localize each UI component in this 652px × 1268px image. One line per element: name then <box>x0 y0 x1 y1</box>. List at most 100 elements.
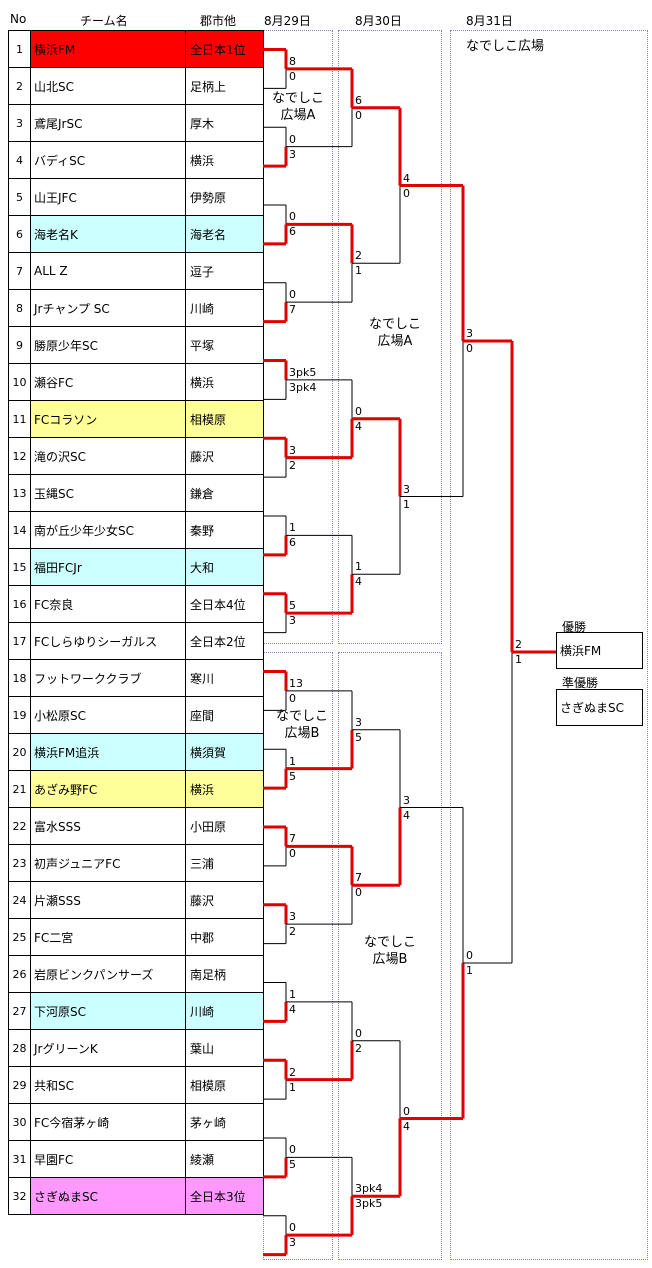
team-city: 葉山 <box>185 1029 264 1067</box>
team-name: 横浜FM <box>30 30 186 68</box>
header-no: No <box>10 12 27 26</box>
team-name: 玉縄SC <box>30 474 186 512</box>
score-label: 3 <box>403 793 410 807</box>
venue-area-b-r1 <box>263 652 333 1260</box>
score-label: 5 <box>355 730 362 744</box>
team-name: 横浜FM追浜 <box>30 733 186 771</box>
score-label: 2 <box>515 638 522 651</box>
team-no: 10 <box>8 363 31 401</box>
team-city: 寒川 <box>185 659 264 697</box>
venue-label-b-small-line1: なでしこ <box>275 709 328 724</box>
score-label: 3pk4 <box>289 380 317 394</box>
score-label: 2 <box>289 925 296 939</box>
team-name: 小松原SC <box>30 696 186 734</box>
team-name: FC奈良 <box>30 585 186 623</box>
team-city: 逗子 <box>185 252 264 290</box>
venue-area-final <box>450 30 648 1260</box>
score-label: 4 <box>403 1119 410 1133</box>
score-label: 3 <box>289 443 296 457</box>
team-no: 26 <box>8 955 31 993</box>
team-city: 小田原 <box>185 807 264 845</box>
venue-label-b-mid-line2: 広場B <box>372 952 408 967</box>
team-city: 横浜 <box>185 141 264 179</box>
score-label: 1 <box>355 264 362 278</box>
team-city: 秦野 <box>185 511 264 549</box>
team-no: 14 <box>8 511 31 549</box>
score-label: 1 <box>289 521 296 535</box>
score-label: 0 <box>355 1026 362 1040</box>
team-name: フットワーククラブ <box>30 659 186 697</box>
team-city: 川崎 <box>185 992 264 1030</box>
header-day3: 8月31日 <box>466 14 513 28</box>
team-name: 福田FCJr <box>30 548 186 586</box>
venue-label-b-mid-line1: なでしこ <box>363 935 416 950</box>
team-name: 共和SC <box>30 1066 186 1104</box>
score-label: 0 <box>403 186 410 200</box>
winner-box: 横浜FM <box>556 632 643 669</box>
team-name: JrグリーンK <box>30 1029 186 1067</box>
team-name: 初声ジュニアFC <box>30 844 186 882</box>
score-label: 1 <box>515 653 522 666</box>
score-label: 6 <box>355 93 362 107</box>
team-city: 三浦 <box>185 844 264 882</box>
score-label: 1 <box>289 987 296 1001</box>
venue-label-a-mid-line1: なでしこ <box>368 317 421 332</box>
team-city: 全日本4位 <box>185 585 264 623</box>
team-name: FC二宮 <box>30 918 186 956</box>
team-name: 勝原少年SC <box>30 326 186 364</box>
score-label: 1 <box>289 754 296 768</box>
score-label: 0 <box>403 1104 410 1118</box>
team-name: 富水SSS <box>30 807 186 845</box>
runner-up-title: 準優勝 <box>562 676 599 690</box>
score-label: 3 <box>403 482 410 496</box>
venue-label-a-mid-line2: 広場A <box>377 334 413 349</box>
team-city: 藤沢 <box>185 881 264 919</box>
venue-label-a-small: なでしこ 広場A <box>266 90 330 124</box>
team-name: 下河原SC <box>30 992 186 1030</box>
score-label: 4 <box>355 419 362 433</box>
score-label: 0 <box>289 691 296 705</box>
score-label: 0 <box>289 1221 296 1235</box>
team-name: 瀬谷FC <box>30 363 186 401</box>
team-city: 相模原 <box>185 400 264 438</box>
header-city: 郡市他 <box>200 14 237 28</box>
score-label: 5 <box>289 769 296 783</box>
score-label: 0 <box>289 847 296 861</box>
score-label: 2 <box>355 249 362 263</box>
team-name: FC今宿茅ヶ崎 <box>30 1103 186 1141</box>
venue-label-b-small-line2: 広場B <box>284 726 320 741</box>
score-label: 1 <box>289 1080 296 1094</box>
team-name: 滝の沢SC <box>30 437 186 475</box>
team-name: 山北SC <box>30 67 186 105</box>
score-label: 3pk5 <box>355 1197 383 1211</box>
team-city: 全日本3位 <box>185 1177 264 1215</box>
team-city: 座間 <box>185 696 264 734</box>
team-name: 南が丘少年少女SC <box>30 511 186 549</box>
team-city: 全日本2位 <box>185 622 264 660</box>
score-label: 5 <box>289 1158 296 1172</box>
score-label: 2 <box>289 1065 296 1079</box>
team-name: 山王JFC <box>30 178 186 216</box>
runner-up-box: さぎぬまSC <box>556 689 643 726</box>
team-name: Jrチャンプ SC <box>30 289 186 327</box>
venue-label-final: なでしこ広場 <box>466 39 545 54</box>
score-label: 0 <box>355 404 362 418</box>
score-label: 3 <box>289 614 296 628</box>
team-no: 28 <box>8 1029 31 1067</box>
